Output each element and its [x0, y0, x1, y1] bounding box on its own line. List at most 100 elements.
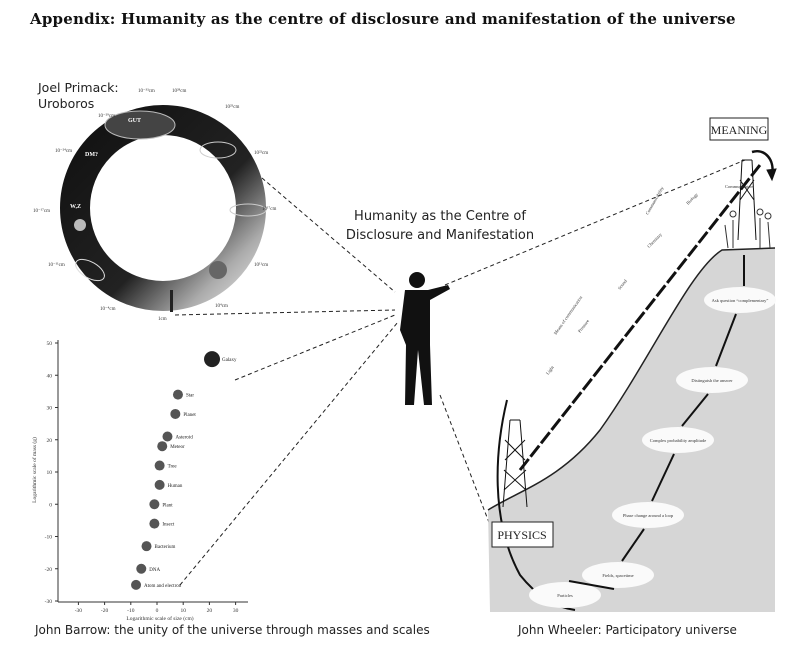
y-tick-label: -30 — [45, 599, 53, 605]
nucleus-icon — [74, 219, 86, 231]
physics-box — [491, 521, 554, 548]
x-tick-label: -30 — [75, 608, 83, 614]
y-tick-label: -20 — [45, 567, 53, 573]
hill-ground — [488, 248, 775, 612]
cluster-icon — [229, 203, 267, 217]
data-point-icon — [154, 479, 165, 490]
connector-lines — [174, 159, 746, 586]
step-label: Phase change around a loop — [623, 513, 674, 518]
human-silhouette-icon — [400, 272, 450, 405]
data-point-label: Star — [186, 394, 194, 399]
ring-tag-gut: GUT — [128, 118, 141, 124]
y-tick-label: 0 — [49, 502, 52, 508]
ring-label: 10¹⁷cm — [262, 206, 276, 212]
ring-label: 10⁻³³cm — [138, 88, 155, 94]
step-label: Fields, spacetime — [602, 573, 633, 579]
ring-label: 10⁻²⁹cm — [98, 113, 115, 119]
step-arrow-icon — [715, 313, 737, 367]
data-point-icon — [141, 541, 152, 552]
track-label: Sound — [617, 278, 628, 291]
data-point-label: Plant — [162, 503, 173, 508]
primack-name: Joel Primack: — [38, 80, 119, 95]
x-tick-label: -20 — [101, 608, 109, 614]
data-point-label: Galaxy — [222, 358, 237, 363]
uroboros-ring: GUT DM? W,Z 10⁻³³cm 10²⁸cm 10⁻²⁹cm 10²⁵c… — [33, 88, 276, 322]
step-cloud — [704, 287, 776, 313]
data-point-label: Atom and electron — [144, 584, 182, 589]
y-tick-label: 30 — [47, 406, 53, 412]
step-label: Ask question “complementary” — [712, 298, 769, 303]
data-point-label: DNA — [149, 568, 160, 573]
data-point-icon — [131, 579, 142, 590]
ring-tag-wz: W,Z — [70, 204, 81, 210]
earth-icon — [209, 261, 227, 279]
step-cloud — [642, 427, 714, 453]
ring-label: 10⁻²⁴cm — [55, 148, 72, 154]
ring-label: 10¹¹cm — [254, 262, 268, 268]
ring-label: 10²⁵cm — [225, 104, 239, 110]
ring-label: 10²²cm — [254, 150, 268, 156]
ring-label: 10⁻⁴cm — [100, 306, 116, 312]
data-point-icon — [204, 351, 221, 368]
ring-label: 10⁻¹¹cm — [48, 262, 65, 268]
x-tick-label: 20 — [207, 608, 213, 614]
gut-mesh-icon — [104, 110, 176, 140]
data-point-icon — [162, 431, 173, 442]
x-tick-label: -10 — [127, 608, 135, 614]
step-label: Complex probability amplitude — [650, 438, 707, 443]
step-arrow-icon — [651, 453, 675, 502]
center-line-2: Disclosure and Manifestation — [345, 228, 535, 243]
data-point-icon — [136, 563, 147, 574]
data-point-label: Meteor — [170, 445, 185, 450]
track-label: Communicators — [725, 184, 754, 189]
primack-subtitle: Uroboros — [38, 96, 95, 111]
human-figure-icon — [170, 290, 173, 312]
step-arrow-icon — [621, 528, 645, 562]
x-tick-label: 30 — [233, 608, 239, 614]
wheeler-diagram: MEANING PHYSICS Light Pressure Sound Che… — [487, 117, 777, 612]
physics-tower-icon — [502, 419, 528, 508]
track-label: Light — [545, 364, 555, 375]
step-cloud — [612, 502, 684, 528]
step-arrow-icon — [681, 393, 709, 427]
galaxy-ring-icon — [199, 141, 237, 159]
data-point-icon — [149, 499, 160, 510]
step-label: Distinguish the answer — [691, 378, 733, 383]
track-label: Pressure — [577, 319, 590, 334]
observers-icon — [724, 208, 772, 249]
data-point-icon — [172, 389, 183, 400]
x-tick-label: 10 — [180, 608, 186, 614]
ring-label: 10⁴cm — [215, 303, 228, 309]
meaning-tower-icon — [737, 149, 777, 241]
track-label: Biology — [685, 191, 699, 205]
communication-track — [518, 164, 762, 471]
barrow-caption: John Barrow: the unity of the universe t… — [35, 623, 430, 637]
wheeler-caption: John Wheeler: Participatory universe — [518, 623, 737, 637]
data-point-icon — [154, 460, 165, 471]
y-tick-label: 40 — [47, 373, 53, 379]
primack-label: Joel Primack: Uroboros — [38, 80, 119, 112]
data-point-label: Bacterium — [155, 545, 176, 550]
step-arrow-icon — [568, 580, 615, 590]
data-point-label: Planet — [183, 413, 196, 418]
data-point-icon — [149, 518, 160, 529]
meaning-label: MEANING — [711, 123, 768, 137]
y-tick-label: 10 — [47, 470, 53, 476]
data-point-label: Tree — [168, 465, 178, 470]
ring-tag-dm: DM? — [85, 152, 98, 158]
ring-label: 10²⁸cm — [172, 88, 186, 94]
data-point-label: Asteroid — [175, 436, 193, 441]
atom-icon — [75, 258, 105, 282]
data-point-icon — [157, 441, 168, 452]
y-tick-label: 50 — [47, 341, 53, 347]
meaning-box — [709, 117, 769, 141]
step-label: Particles — [557, 593, 573, 598]
page-title: Appendix: Humanity as the centre of disc… — [30, 10, 736, 28]
data-point-label: Insect — [162, 523, 175, 528]
y-tick-label: -10 — [45, 535, 53, 541]
center-label: Humanity as the Centre of Disclosure and… — [330, 207, 550, 245]
ring-label: 1cm — [158, 317, 167, 322]
data-point-label: Human — [168, 484, 183, 489]
